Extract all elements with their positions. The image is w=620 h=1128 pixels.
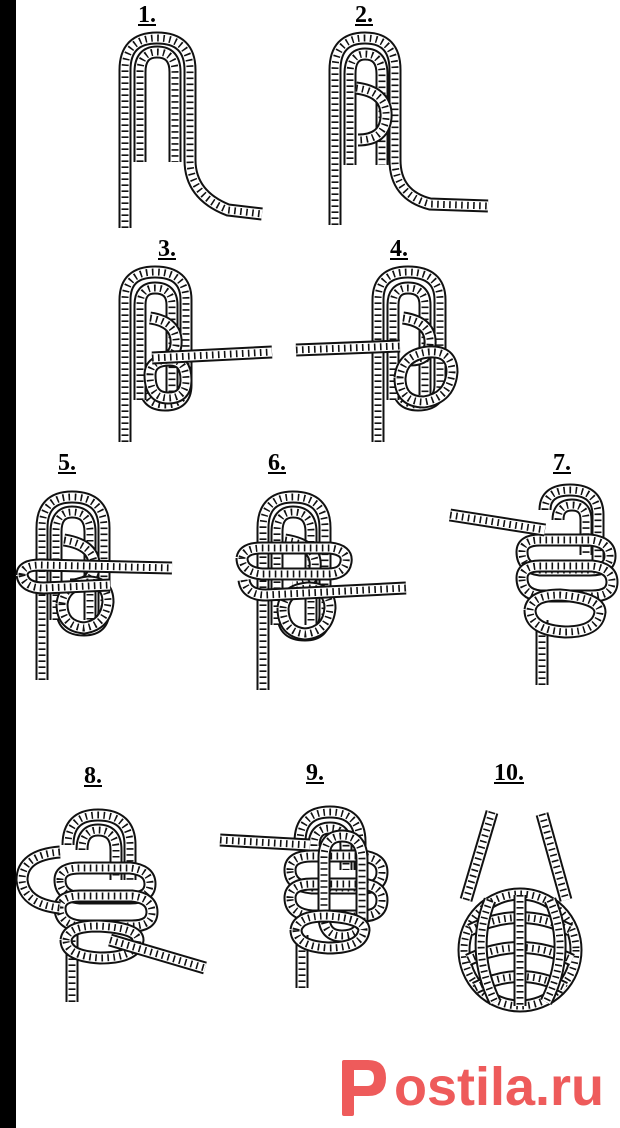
left-edge-bar bbox=[0, 0, 16, 1128]
step-9-number: 9. bbox=[306, 760, 324, 786]
postila-watermark: ostila.ru bbox=[338, 1056, 604, 1118]
step-8-number: 8. bbox=[84, 763, 102, 789]
watermark-text: ostila.ru bbox=[393, 1057, 604, 1117]
step-6-number: 6. bbox=[268, 450, 286, 476]
step-7-number: 7. bbox=[553, 450, 571, 476]
step-1-number: 1. bbox=[138, 2, 156, 28]
postila-p-logo-icon bbox=[341, 1060, 386, 1116]
step-2-number: 2. bbox=[355, 2, 373, 28]
step-4-number: 4. bbox=[390, 236, 408, 262]
step-10-number: 10. bbox=[494, 760, 524, 786]
step-5-number: 5. bbox=[58, 450, 76, 476]
step-3-number: 3. bbox=[158, 236, 176, 262]
